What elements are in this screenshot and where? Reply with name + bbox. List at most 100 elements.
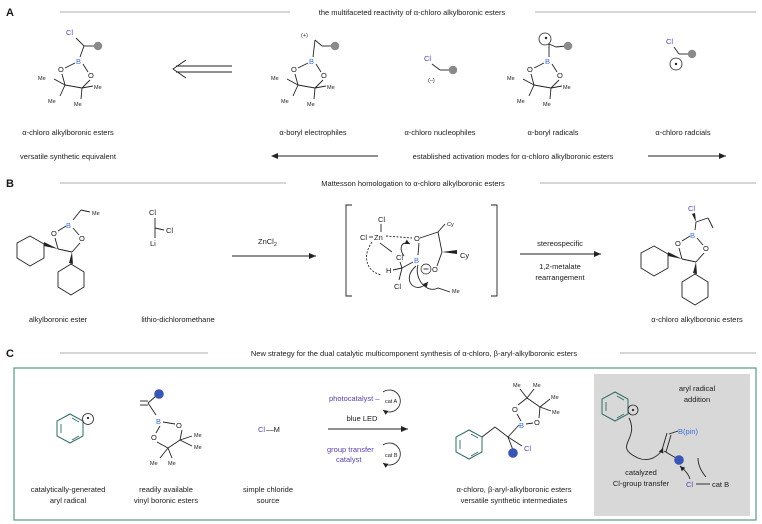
atom-me: Me xyxy=(271,76,279,82)
cat-b-cycle xyxy=(382,442,401,468)
cl-transfer-arrow xyxy=(679,465,691,480)
bracket-right xyxy=(491,204,498,297)
atom-me: Me xyxy=(513,383,521,389)
atom-me: Me xyxy=(150,461,158,467)
mech-label-2: addition xyxy=(684,395,710,404)
radical-addition-arrow xyxy=(626,417,664,460)
atom-o: O xyxy=(151,433,157,442)
atom-me: Me xyxy=(94,85,102,91)
atom-me: Me xyxy=(38,76,46,82)
atom-o: O xyxy=(321,71,327,80)
atom-o: O xyxy=(432,265,438,274)
gt-label-1: group transfer xyxy=(327,445,374,454)
atom-cy: Cy xyxy=(447,222,454,228)
atom-me: Me xyxy=(551,395,559,401)
atom-o: O xyxy=(79,234,85,243)
atom-cy: Cy xyxy=(460,251,469,260)
atom-li: Li xyxy=(150,239,156,248)
bracket-left xyxy=(345,204,352,297)
atom-b: B xyxy=(545,57,550,66)
caption-chloro-radicals: α-chloro radcials xyxy=(655,128,710,137)
product-caption-2: versatile synthetic intermediates xyxy=(461,496,568,505)
atom-cl: Cl xyxy=(666,37,673,46)
product-caption: α-chloro alkylboronic esters xyxy=(651,315,743,324)
atom-b: B xyxy=(66,221,71,230)
gt-label-2: catalyst xyxy=(336,455,362,464)
atom-cl: Cl xyxy=(378,215,385,224)
blue-dot xyxy=(508,448,518,458)
step-below-1: 1,2-metalate xyxy=(539,262,581,271)
mechanism: aryl radical addition B(pin) catalyzed C… xyxy=(601,384,729,489)
caption-chloro-nucleophiles: α-chloro nucleophiles xyxy=(404,128,475,137)
atom-me: Me xyxy=(327,85,335,91)
section-c-letter: C xyxy=(6,348,14,360)
atom-cl: Cl xyxy=(360,233,367,242)
atom-o: O xyxy=(557,71,563,80)
atom-me: Me xyxy=(74,102,82,108)
section-b: B Mattesson homologation to α-chloro alk… xyxy=(6,178,756,324)
mechanism-panel xyxy=(594,374,750,516)
cat-b-label: cat B xyxy=(385,453,398,459)
atom-cl: Cl xyxy=(396,253,403,262)
alpha-chloro-nucleophile: Cl (–) xyxy=(424,54,458,84)
chloroboronic-product: Cl B O O Me Me Me Me xyxy=(455,383,560,460)
cat-a-label: cat A xyxy=(385,399,398,405)
step-below-2: rearrangement xyxy=(535,273,585,282)
atom-o: O xyxy=(51,229,57,238)
cyclohexyl-ring xyxy=(681,273,709,306)
atom-me: Me xyxy=(194,445,202,451)
charge-minus: (–) xyxy=(428,78,435,84)
atom-zn: Zn xyxy=(374,233,383,242)
vinyl-caption-1: readily available xyxy=(139,485,193,494)
atom-me: Me xyxy=(92,211,100,217)
atom-me: Me xyxy=(307,102,315,108)
atom-o: O xyxy=(414,234,420,243)
substituent-dot xyxy=(93,41,103,51)
cyclohexyl-ring xyxy=(16,235,45,267)
atom-me: Me xyxy=(543,102,551,108)
atom-o: O xyxy=(675,239,681,248)
atom-cl: Cl xyxy=(688,204,695,213)
atom-cl: Cl xyxy=(394,282,401,291)
chloride-arrow xyxy=(400,239,411,257)
aryl-radical xyxy=(56,413,94,444)
atom-cl: Cl xyxy=(424,54,431,63)
radical-caption-2: aryl radical xyxy=(50,496,87,505)
caption-boryl-radicals: α-boryl radicals xyxy=(527,128,578,137)
borate-charge xyxy=(420,263,432,275)
chloride-caption-2: source xyxy=(257,496,280,505)
atom-me: Me xyxy=(563,85,571,91)
strategy-box xyxy=(13,367,757,521)
mech-cat-b: cat B xyxy=(712,480,729,489)
section-c: C New strategy for the dual catalytic mu… xyxy=(6,348,757,521)
section-a-header: the multifaceted reactivity of α-chloro … xyxy=(319,8,506,17)
atom-o: O xyxy=(88,71,94,80)
start-caption: alkylboronic ester xyxy=(29,315,88,324)
alpha-chloro-boronic-ester: Cl B O O Me Me Me Me xyxy=(38,28,103,108)
atom-me: Me xyxy=(533,383,541,389)
radical-caption-1: catalytically-generated xyxy=(31,485,106,494)
step-above: stereospecific xyxy=(537,239,583,248)
atom-cl: Cl xyxy=(149,208,156,217)
alpha-chloro-product: Cl B O O xyxy=(640,204,714,306)
charge-plus: (+) xyxy=(301,33,308,39)
blue-led-label: blue LED xyxy=(347,414,378,423)
atom-b: B xyxy=(156,417,161,426)
blue-dot xyxy=(674,455,684,465)
cyclohexyl-ring xyxy=(57,263,85,296)
alpha-chloro-radical: Cl xyxy=(666,37,697,71)
chloride-caption-1: simple chloride xyxy=(243,485,293,494)
section-a-letter: A xyxy=(6,7,14,19)
atom-b: B xyxy=(76,57,81,66)
product-caption-1: α-chloro, β-aryl-alkylboronic esters xyxy=(457,485,572,494)
atom-cl: Cl xyxy=(66,28,73,37)
alpha-boryl-electrophile: (+) B O O Me Me Me Me xyxy=(271,33,340,108)
atom-o: O xyxy=(527,65,533,74)
mech-label-3: catalyzed xyxy=(625,468,657,477)
activation-text: established activation modes for α-chlor… xyxy=(413,152,614,161)
section-c-header: New strategy for the dual catalytic mult… xyxy=(251,349,578,358)
mech-cl: Cl xyxy=(686,480,693,489)
atom-cl: Cl xyxy=(524,444,531,453)
vinyl-caption-2: vinyl boronic esters xyxy=(134,496,198,505)
